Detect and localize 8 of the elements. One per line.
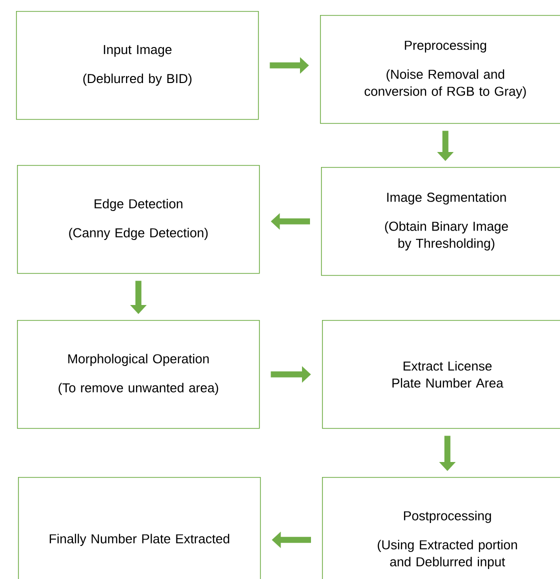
process-box: Finally Number Plate Extracted bbox=[18, 477, 261, 579]
process-box: Image Segmentation (Obtain Binary Image by Thresholding) bbox=[321, 167, 560, 276]
process-box: Edge Detection (Canny Edge Detection) bbox=[17, 165, 260, 274]
process-box: Postprocessing (Using Extracted portion and Deblurred input bbox=[322, 477, 560, 579]
process-box: Input Image (Deblurred by BID) bbox=[16, 11, 259, 120]
process-box: Extract License Plate Number Area bbox=[322, 320, 560, 429]
process-box: Morphological Operation (To remove unwanted area) bbox=[17, 320, 260, 429]
process-box: Preprocessing (Noise Removal and conversion of RGB to Gray) bbox=[320, 15, 560, 124]
